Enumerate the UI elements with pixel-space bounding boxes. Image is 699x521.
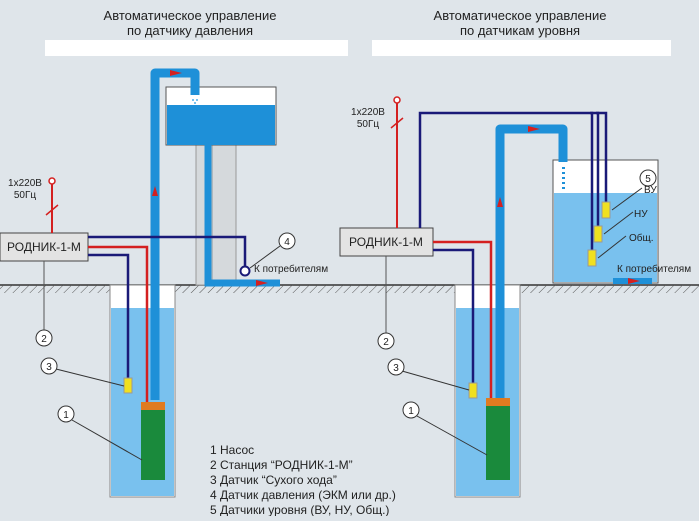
left-callout1-line: [71, 419, 143, 461]
right-ground-hatch: [345, 285, 699, 293]
left-callout2: 2: [41, 334, 47, 345]
left-pump-head: [141, 402, 165, 410]
left-scheme: Автоматическое управление по датчику дав…: [0, 8, 348, 498]
left-drops: [192, 99, 198, 104]
right-title-bar: [372, 40, 671, 56]
left-power-line1: 1х220В: [8, 178, 42, 189]
right-callout1-line: [416, 415, 488, 456]
right-consumers-label: К потребителям: [617, 263, 691, 275]
right-pump: [486, 406, 510, 480]
right-sensor-label-common: Общ.: [629, 232, 654, 244]
right-sensor-low: [593, 225, 603, 243]
left-arrow-out: [256, 280, 268, 286]
left-arrow-up: [152, 186, 158, 196]
right-pump-head: [486, 398, 510, 406]
right-level-wire-high: [596, 111, 608, 202]
right-title-line1: Автоматическое управление: [434, 8, 607, 23]
left-callout3-circle: [40, 357, 58, 375]
left-callout4-line: [249, 245, 281, 269]
right-station-label: РОДНИК-1-М: [349, 235, 423, 249]
left-callout1-circle: [57, 405, 75, 423]
left-tank-stand: [195, 144, 237, 286]
left-title-line2: по датчику давления: [127, 23, 253, 38]
left-callout4: 4: [284, 237, 290, 248]
left-power-line2: 50Гц: [14, 190, 37, 201]
right-sensor-label-low: НУ: [634, 209, 648, 220]
left-pump-wire: [88, 245, 149, 402]
legend-item-4: 4 Датчик давления (ЭКМ или др.): [210, 488, 396, 502]
left-station-label: РОДНИК-1-М: [7, 240, 81, 254]
right-callout2-circle: [377, 332, 395, 350]
right-sensor-label-high: ВУ: [644, 185, 657, 196]
right-callout2: 2: [383, 337, 389, 348]
right-dryrun-sensor: [468, 382, 478, 399]
right-sensor-common-leader: [597, 235, 627, 259]
right-sensor-high: [601, 201, 611, 219]
left-callout4-circle: [278, 232, 296, 250]
right-power-line1: 1х220В: [351, 107, 385, 118]
legend: 1 Насос 2 Станция “РОДНИК-1-М” 3 Датчик …: [210, 443, 396, 517]
right-power-tick: [390, 117, 404, 129]
right-callout3-circle: [387, 358, 405, 376]
left-title-line1: Автоматическое управление: [104, 8, 277, 23]
right-level-wire-common: [418, 111, 594, 250]
right-title-line2: по датчикам уровня: [460, 23, 580, 38]
right-sensor-high-leader: [611, 187, 643, 211]
right-pump-wire: [433, 240, 493, 402]
right-dryrun-wire: [433, 248, 475, 383]
left-tank-water: [167, 105, 275, 145]
right-arrow-up: [497, 197, 503, 207]
legend-item-5: 5 Датчики уровня (ВУ, НУ, Общ.): [210, 503, 389, 516]
right-callout3: 3: [393, 363, 399, 374]
left-callout2-circle: [35, 329, 53, 347]
right-callout5: 5: [645, 174, 651, 185]
left-dryrun-sensor: [123, 377, 133, 394]
left-callout3: 3: [46, 362, 52, 373]
left-title-bar: [45, 40, 348, 56]
left-arrow-top: [170, 70, 182, 76]
left-consumers-label: К потребителям: [254, 263, 328, 275]
left-pressure-wire: [88, 235, 247, 268]
left-pressure-sensor: [239, 265, 251, 277]
right-sensor-common: [587, 249, 597, 267]
right-scheme: Автоматическое управление по датчикам ур…: [339, 8, 699, 498]
left-power-tick: [45, 204, 59, 216]
left-callout1: 1: [63, 410, 69, 421]
right-spray: [562, 167, 565, 189]
right-callout1-circle: [402, 401, 420, 419]
left-callout3-line: [55, 368, 125, 387]
right-callout1: 1: [408, 406, 414, 417]
right-power-terminal: [393, 96, 401, 104]
right-sensor-low-leader: [603, 211, 634, 235]
right-arrow-out: [628, 278, 640, 284]
right-arrow-top: [528, 126, 540, 132]
left-dryrun-wire: [88, 253, 130, 380]
left-pump: [141, 410, 165, 480]
legend-item-3: 3 Датчик “Сухого хода”: [210, 473, 337, 487]
legend-item-1: 1 Насос: [210, 443, 254, 457]
legend-item-2: 2 Станция “РОДНИК-1-М”: [210, 458, 353, 472]
right-callout3-line: [401, 370, 470, 391]
right-power-line2: 50Гц: [357, 119, 380, 130]
right-callout5-circle: [639, 169, 657, 187]
left-power-terminal: [48, 177, 56, 185]
